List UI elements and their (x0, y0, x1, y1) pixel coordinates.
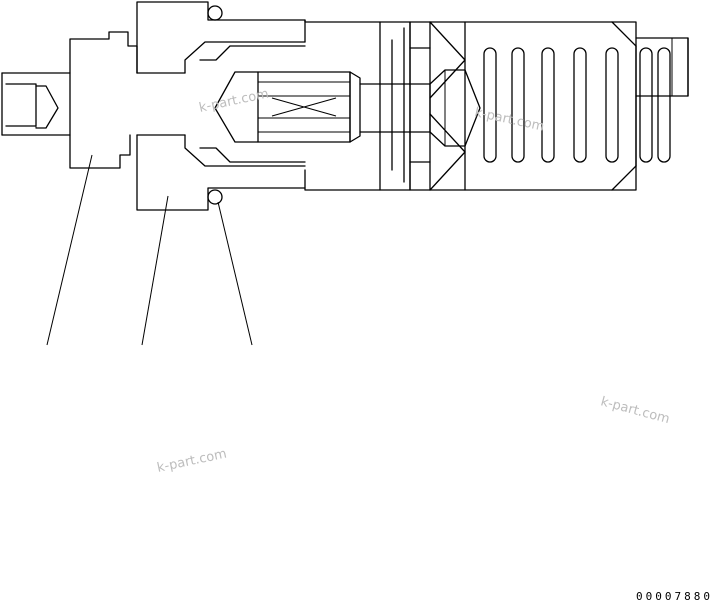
watermark-3: k-part.com (599, 394, 671, 427)
part-number: 00007880 (636, 590, 713, 603)
stem (1, 72, 71, 136)
hex-nut (69, 31, 138, 169)
watermark-1: k-part.com (198, 87, 270, 116)
o-ring-top (207, 5, 223, 21)
spring-housing (429, 21, 689, 191)
watermark-4: k-part.com (156, 447, 228, 476)
piston (214, 71, 361, 143)
leader-lines (46, 154, 253, 346)
o-ring-bottom (207, 189, 223, 205)
poppet (359, 69, 481, 147)
spring (483, 47, 671, 163)
inner-sleeve (304, 19, 431, 191)
